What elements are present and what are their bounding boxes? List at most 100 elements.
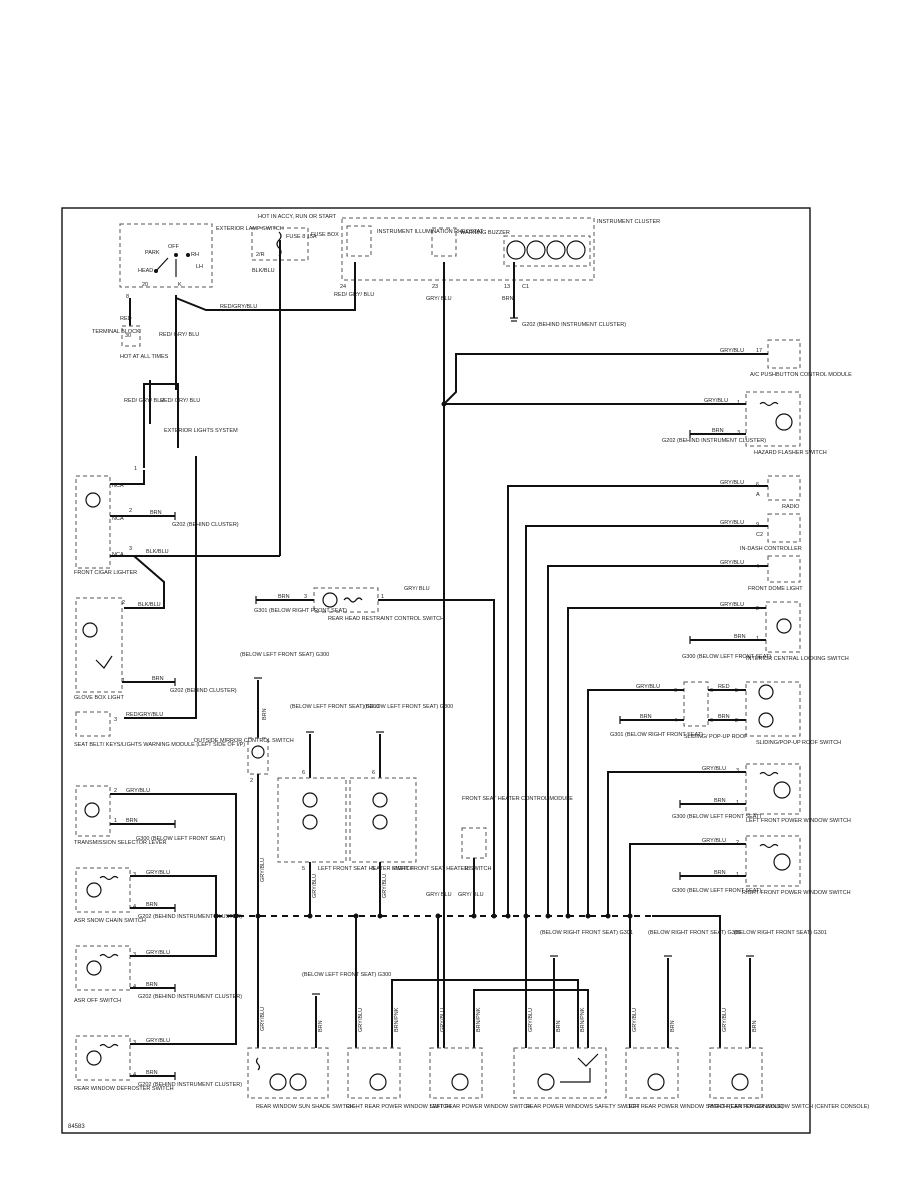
- brn-pnk-v1: BRN/PNK: [394, 1007, 400, 1032]
- g301-safety-label: (BELOW RIGHT FRONT SEAT) G301: [540, 930, 633, 936]
- sunroof-connector-box: [683, 681, 709, 727]
- figure-id: 84583: [68, 1124, 85, 1130]
- red-gry-blu-right-label: RED/ GRY/ BLU: [160, 398, 200, 404]
- warning-buzzer-label: WARNING BUZZER: [460, 230, 510, 236]
- rs-pin-5: 5: [372, 866, 375, 872]
- seatbelt-pin-3: 3: [114, 717, 117, 723]
- head-label: HEAD: [138, 268, 153, 274]
- g202-glove-label: G202 (BEHIND CLUSTER): [170, 688, 237, 694]
- transmission-label: TRANSMISSION SELECTOR LEVER: [74, 840, 167, 846]
- brn-defrost-label: BRN: [146, 1070, 158, 1076]
- illum-rheostat-label: INSTRUMENT ILLUMINATION RHEOSTAT: [377, 229, 484, 235]
- g300-right-seat-label: (BELOW LEFT FRONT SEAT) G300: [364, 704, 453, 710]
- blk-blu-cigar-label: BLK/BLU: [146, 549, 169, 555]
- gry-blu-sr-label: GRY/BLU: [636, 684, 660, 690]
- gry-blu-cluster-label: GRY/ BLU: [426, 296, 452, 302]
- radio-box: [767, 475, 801, 501]
- brn-cl-label: BRN: [734, 634, 746, 640]
- blk-blu-glove-label: BLK/BLU: [138, 602, 161, 608]
- pin-13: 13: [504, 284, 510, 290]
- gry-blu-asr-off-label: GRY/BLU: [146, 950, 170, 956]
- exterior-lights-label: EXTERIOR LIGHTS SYSTEM: [164, 428, 238, 434]
- glove-box-light-box: [75, 597, 123, 693]
- lf-window-box: [745, 763, 801, 815]
- c1-label: C1: [522, 284, 529, 290]
- cigar-lighter-label: FRONT CIGAR LIGHTER: [74, 570, 137, 576]
- cig-pin-1: 1: [134, 466, 137, 472]
- instrument-cluster: INSTRUMENT CLUSTER INSTRUMENT ILLUMINATI…: [334, 217, 660, 328]
- hazard-label: HAZARD FLASHER SWITCH: [754, 450, 827, 456]
- cigar-lighter-box: [75, 475, 111, 569]
- right-components: 17 GRY/BLU A/C PUSHBUTTON CONTROL MODULE…: [443, 339, 852, 916]
- g301-rr-label: G301 (BELOW RIGHT FRONT SEAT): [254, 608, 347, 614]
- transmission-box: [75, 785, 111, 837]
- gry-blu-v2: GRY/BLU: [358, 1008, 364, 1032]
- g202-asr-snow-label: G202 (BEHIND INSTRUMENT CLUSTER): [138, 914, 242, 920]
- gry-blu-v3: GRY/BLU: [440, 1008, 446, 1032]
- gry-blu-indash-label: GRY/BLU: [720, 520, 744, 526]
- gry-blu-module-v: GRY/ BLU: [458, 892, 484, 898]
- blk-blu-fuse-label: BLK/BLU: [252, 268, 275, 274]
- seatbelt-wire-label: RED/GRY/BLU: [126, 712, 163, 718]
- brn-rr-label: BRN: [278, 594, 290, 600]
- g202-asr-off-label: G202 (BEHIND INSTRUMENT CLUSTER): [138, 994, 242, 1000]
- brn-v4: BRN: [752, 1020, 758, 1032]
- brn-lf-label: BRN: [714, 798, 726, 804]
- rr-window-label: RIGHT REAR POWER WINDOW SWITCH: [346, 1104, 451, 1110]
- g300-sunshade-label: (BELOW LEFT FRONT SEAT) G300: [302, 972, 391, 978]
- nca-1: NCA: [112, 483, 124, 489]
- ac-module-label: A/C PUSHBUTTON CONTROL MODULE: [750, 372, 852, 378]
- g300-lf-label: G300 (BELOW LEFT FRONT SEAT): [672, 814, 761, 820]
- defroster-label: REAR WINDOW DEFROSTER SWITCH: [74, 1086, 174, 1092]
- red-gry-blu-left-label: RED/ GRY/ BLU: [124, 398, 164, 404]
- gry-blu-v1: GRY/BLU: [260, 1007, 266, 1031]
- pin-20: 20: [142, 282, 148, 288]
- g300-left-seat-label: (BELOW LEFT FRONT SEAT) G300: [290, 704, 379, 710]
- g300-cl-label: G300 (BELOW LEFT FRONT SEAT): [682, 654, 771, 660]
- defroster-box: [75, 1035, 131, 1081]
- dome-light-label: FRONT DOME LIGHT: [748, 586, 803, 592]
- ext-lamp-switch-label: EXTERIOR LAMP SWITCH: [216, 226, 284, 232]
- seat-heater-module-box: [461, 827, 487, 859]
- asr-off-box: [75, 945, 131, 991]
- trans-pin-2: 2: [114, 788, 117, 794]
- ls-pin-5: 5: [302, 866, 305, 872]
- g300-trans-label: G300 (BELOW LEFT FRONT SEAT): [136, 836, 225, 842]
- gry-blu-asr-snow-label: GRY/BLU: [146, 870, 170, 876]
- indash-box: [767, 513, 801, 543]
- sunshade-box: [247, 1047, 329, 1099]
- brn-rf-label: BRN: [714, 870, 726, 876]
- brn-pnk-v3: BRN/PNK: [580, 1007, 586, 1032]
- bottom-components: (BELOW LEFT FRONT SEAT) G300 (BELOW RIGH…: [247, 858, 869, 1110]
- module-pin-18: 18: [464, 866, 470, 872]
- nca-2: NCA: [112, 516, 124, 522]
- trans-pin-1: 1: [114, 818, 117, 824]
- exterior-lamp-switch: EXTERIOR LAMP SWITCH PARK OFF HEAD RH LH…: [119, 223, 284, 300]
- left-components: RED/ GRY/ BLU RED/ GRY/ BLU EXTERIOR LIG…: [74, 380, 280, 1092]
- gry-blu-lf-label: GRY/BLU: [702, 766, 726, 772]
- instrument-cluster-label: INSTRUMENT CLUSTER: [597, 219, 660, 225]
- g202-hazard-label: G202 (BEHIND INSTRUMENT CLUSTER): [662, 438, 766, 444]
- brn-v3: BRN: [670, 1020, 676, 1032]
- indash-sub-c2: C2: [756, 532, 763, 538]
- brn-sr-right-label: BRN: [718, 714, 730, 720]
- ls-pin-6: 6: [302, 770, 305, 776]
- brn-cigar-label: BRN: [150, 510, 162, 516]
- gry-blu-bus: [213, 401, 652, 919]
- safety-switch-box: [513, 1047, 607, 1099]
- mirror-pin-2: 2: [250, 778, 253, 784]
- cig-pin-3: 3: [129, 546, 132, 552]
- gry-blu-rr-label: GRY/ BLU: [404, 586, 430, 592]
- brn-asr-off-label: BRN: [146, 982, 158, 988]
- middle-components: 3 1 BRN G301 (BELOW RIGHT FRONT SEAT) RE…: [194, 586, 573, 1048]
- safety-switch-label: REAR POWER WINDOWS SAFETY SWITCH: [526, 1104, 639, 1110]
- g202-defrost-label: G202 (BEHIND INSTRUMENT CLUSTER): [138, 1082, 242, 1088]
- ac-pin-17: 17: [756, 348, 762, 354]
- terminal-block-label: TERMINAL BLOCK: [92, 329, 140, 335]
- brn-mirror-label: BRN: [262, 708, 268, 720]
- brn-pnk-v2: BRN/PNK: [476, 1007, 482, 1032]
- park-label: PARK: [145, 250, 160, 256]
- brn-v2: BRN: [556, 1020, 562, 1032]
- gry-blu-defrost-label: GRY/BLU: [146, 1038, 170, 1044]
